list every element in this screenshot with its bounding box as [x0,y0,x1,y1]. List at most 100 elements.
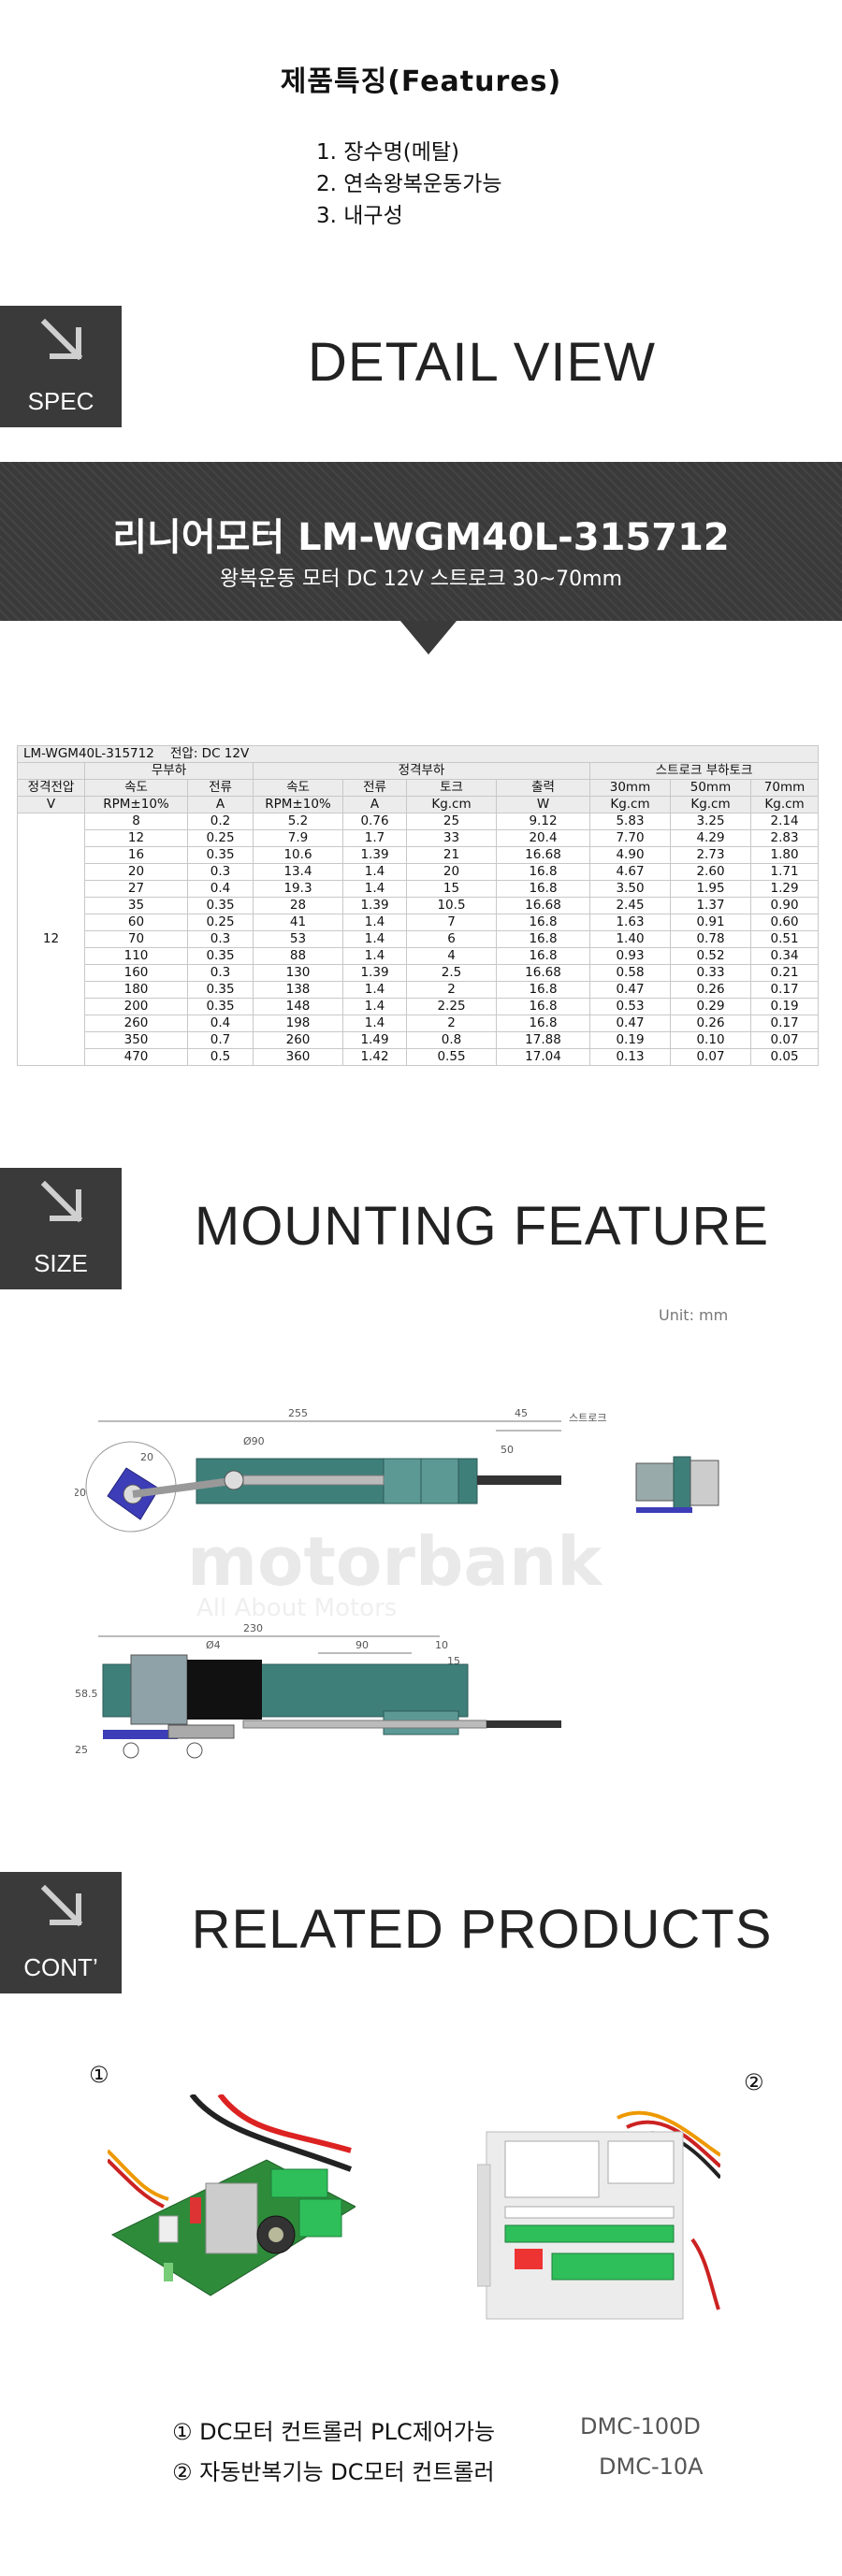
table-header-cell: 70mm [749,779,820,797]
table-cell: 16 [84,846,188,864]
dim-label: 50 [501,1444,514,1456]
table-cell: 0.29 [670,998,751,1015]
screw-rod [477,1475,561,1485]
table-cell: 16.68 [496,897,590,914]
table-cell: 1.4 [342,863,407,881]
rated-voltage-cell: 12 [17,813,85,1066]
table-cell: 10.5 [406,897,497,914]
table-cell: 16.8 [496,981,590,999]
shaft [242,1720,487,1729]
table-cell: 110 [84,947,188,965]
table-cell: 0.17 [749,1015,820,1032]
table-cell: 28 [253,897,343,914]
wire [617,2110,720,2157]
table-cell: 1.95 [670,880,751,898]
table-cell: 53 [253,930,343,948]
table-cell: 12 [84,829,188,847]
table-cell: 0.19 [589,1031,671,1049]
connector [158,2215,179,2243]
table-cell: 350 [84,1031,188,1049]
size-badge-label: SIZE [34,1249,88,1277]
table-unit-cell: A [187,796,254,813]
table-cell: 16.68 [496,964,590,982]
arrow-down-right-icon [40,1884,83,1927]
table-cell: 2.25 [406,998,497,1015]
joint [186,1742,203,1759]
table-cell: 0.91 [670,914,751,931]
table-cell: 1.80 [749,846,820,864]
table-cell: 0.07 [749,1031,820,1049]
table-cell: 3.25 [670,813,751,830]
table-cell: 0.3 [187,930,254,948]
dim-label: 스트로크 [569,1412,606,1424]
table-cell: 41 [253,914,343,931]
label-strip [504,2206,675,2219]
table-cell: 148 [253,998,343,1015]
table-cell: 15 [406,880,497,898]
table-cell: 0.05 [749,1048,820,1066]
table-cell: 21 [406,846,497,864]
dip-panel [607,2140,675,2184]
table-cell: 1.39 [342,846,407,864]
table-cell: 1.63 [589,914,671,931]
banner-notch [400,621,457,655]
table-cell: 0.35 [187,947,254,965]
table-cell: 1.4 [342,947,407,965]
table-cell: 0.26 [670,1015,751,1032]
table-header-cell: 30mm [589,779,671,797]
dim-label: Ø90 [243,1435,265,1447]
table-cell: 16.68 [496,846,590,864]
table-cell: 1.71 [749,863,820,881]
table-cell: 260 [84,1015,188,1032]
table-cell: 0.21 [749,964,820,982]
model-code: LM-WGM40L-315712 [23,746,154,762]
cont-badge: CONT’ [0,1872,122,1993]
table-cell: 2.83 [749,829,820,847]
table-cell: 1.40 [589,930,671,948]
size-badge: SIZE [0,1168,122,1289]
motor-can [187,1660,262,1720]
shaft [242,1475,385,1486]
table-cell: 0.8 [406,1031,497,1049]
table-unit-cell: Kg.cm [589,796,671,813]
table-cell: 0.60 [749,914,820,931]
table-cell: 1.39 [342,897,407,914]
wire [217,2094,352,2153]
table-cell: 10.6 [253,846,343,864]
table-cell: 0.47 [589,981,671,999]
table-cell: 2.45 [589,897,671,914]
table-cell: 16.8 [496,863,590,881]
table-cell: 0.13 [589,1048,671,1066]
table-cell: 35 [84,897,188,914]
terminal-block [298,2198,342,2238]
table-cell: 0.07 [670,1048,751,1066]
table-cell: 20 [84,863,188,881]
table-cell: 7.9 [253,829,343,847]
table-cell: 138 [253,981,343,999]
table-cell: 16.8 [496,998,590,1015]
screw-rod [486,1720,561,1728]
product-banner [0,462,842,621]
link-rod [167,1724,235,1739]
table-cell: 180 [84,981,188,999]
table-group-stroke: 스트로크 부하토크 [588,762,820,780]
table-cell: 2.60 [670,863,751,881]
product-image-dmc-100d[interactable] [108,2094,356,2324]
motor-housing [130,1654,188,1725]
label-panel [504,2140,600,2198]
table-header-cell: 토크 [406,779,497,797]
dim-label: 90 [356,1639,369,1651]
table-cell: 0.35 [187,846,254,864]
voltage-label: 전압: DC 12V [170,746,250,762]
table-cell: 1.4 [342,1015,407,1032]
dim-label: 255 [288,1407,308,1419]
spec-badge: SPEC [0,306,122,427]
product-image-dmc-10a[interactable] [477,2099,720,2328]
feature-item: 3. 내구성 [316,204,403,228]
table-cell: 0.5 [187,1048,254,1066]
table-cell: 0.52 [670,947,751,965]
